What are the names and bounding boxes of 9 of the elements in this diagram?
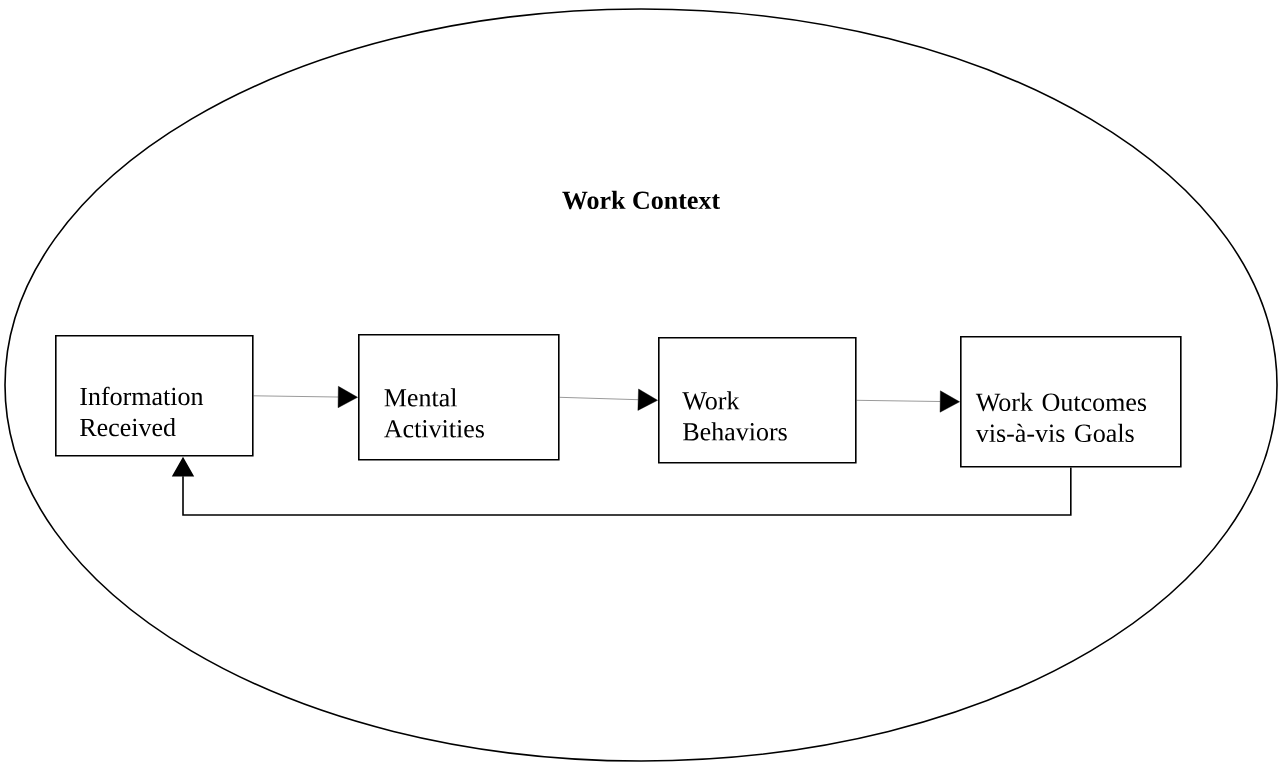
process-box: Work Behaviors (658, 337, 857, 464)
arrow (856, 390, 960, 413)
process-box: Information Received (55, 335, 254, 457)
context-label: Work Context (562, 190, 720, 210)
arrow (559, 388, 658, 411)
process-box: Work Outcomes vis-à-vis Goals (960, 336, 1182, 468)
context-ellipse (4, 8, 1278, 762)
arrow (253, 386, 358, 408)
process-box: Mental Activities (358, 334, 560, 461)
